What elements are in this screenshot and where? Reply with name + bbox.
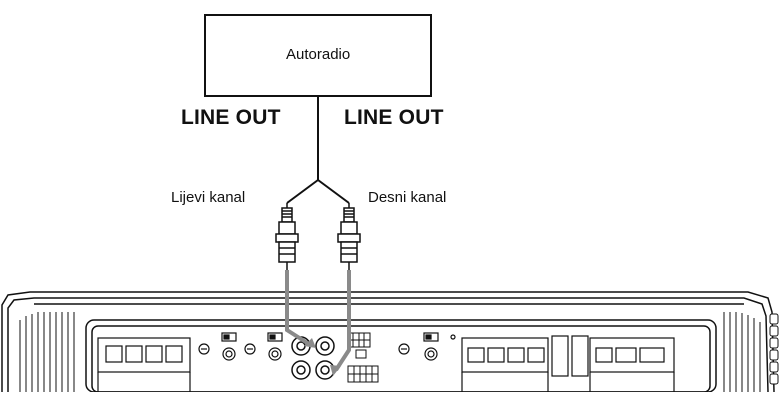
heat-sink-fins-right (723, 312, 761, 392)
control-knobs-right (398, 332, 456, 361)
signal-cable-arrows (304, 338, 341, 376)
rca-input-jacks (291, 336, 335, 380)
line-out-label-left: LINE OUT (181, 106, 281, 129)
power-terminal-block (97, 337, 191, 392)
cable-split-left (286, 179, 319, 204)
line-out-label-right: LINE OUT (344, 106, 444, 129)
signal-cables (285, 270, 351, 372)
heat-sink-fins-left (19, 312, 75, 392)
rca-plug-left (275, 203, 299, 270)
connector-blocks (347, 332, 379, 383)
left-channel-label: Lijevi kanal (171, 189, 246, 206)
cable-split-right (317, 179, 350, 204)
right-channel-label: Desni kanal (368, 189, 447, 206)
rca-plug-right (337, 203, 361, 270)
fuse-slots (551, 335, 589, 377)
side-knob (769, 313, 779, 385)
head-unit-box (204, 14, 432, 97)
head-unit-label: Autoradio (286, 46, 351, 63)
speaker-terminals-front (461, 337, 549, 392)
speaker-terminals-rear (589, 337, 675, 392)
control-knobs-left (198, 332, 283, 361)
